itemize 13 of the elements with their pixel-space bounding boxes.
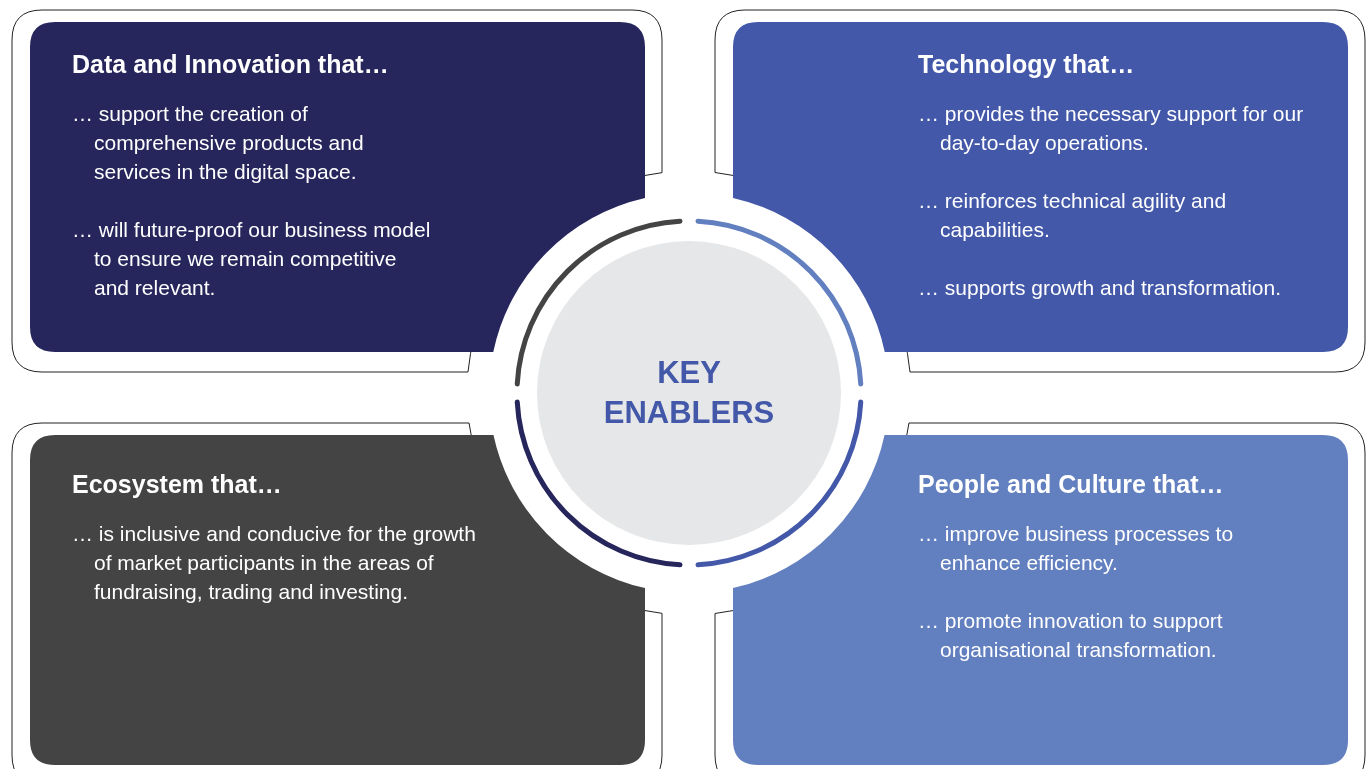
bullet-text: … is inclusive and conducive for the growth of market participants in the areas of fundraising, trading and investing. [72, 521, 477, 605]
card-heading: Technology that… [918, 50, 1136, 79]
bullet-text: … will future-proof our business model to ensure we remain competitive and relevant. [72, 217, 432, 301]
card-heading: People and Culture that… [918, 470, 1225, 499]
card-heading: Data and Innovation that… [72, 50, 390, 79]
bullet-text: … promote innovation to support organisational transformation. [918, 608, 1224, 663]
bullet-text: … reinforces technical agility and capabilities. [918, 188, 1228, 243]
bullet-text: … support the creation of comprehensive products and services in the digital space. [72, 101, 365, 185]
bullet-text: … provides the necessary support for our day-to-day operations. [918, 101, 1305, 156]
center-title: KEY ENABLERS [602, 354, 776, 432]
bullet-text: … improve business processes to enhance efficiency. [918, 521, 1235, 576]
bullet-text: … supports growth and transformation. [918, 275, 1282, 301]
card-heading: Ecosystem that… [72, 470, 283, 499]
